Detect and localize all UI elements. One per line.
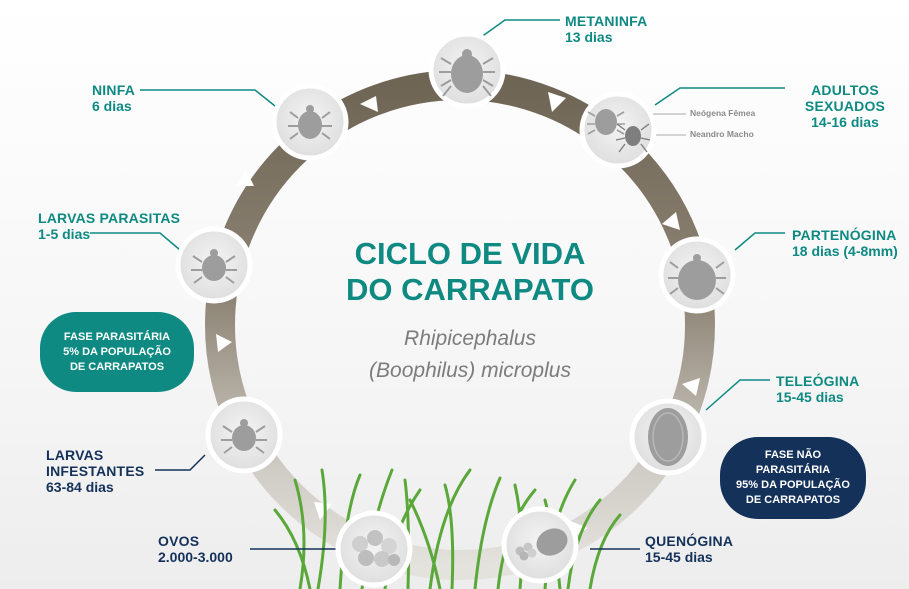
stage-node-ninfa xyxy=(271,83,349,161)
stage-name: NINFA xyxy=(92,82,135,98)
label-partenogina: PARTENÓGINA 18 dias (4-8mm) xyxy=(792,227,898,259)
label-ovos: OVOS 2.000-3.000 xyxy=(158,533,233,565)
tick-icon xyxy=(439,49,495,97)
stage-node-teleogina xyxy=(629,398,707,476)
stage-name: ADULTOS SEXUADOS xyxy=(804,82,886,114)
label-metaninfa: METANINFA 13 dias xyxy=(565,13,647,45)
label-teleogina: TELEÓGINA 15-45 dias xyxy=(776,373,859,405)
stage-days: 15-45 dias xyxy=(645,549,713,565)
oval-tick-icon xyxy=(648,408,688,466)
male-female-ticks-icon xyxy=(587,109,651,153)
eggs-icon xyxy=(352,530,400,567)
leader-larvas-infestantes xyxy=(155,454,206,471)
stage-days: 15-45 dias xyxy=(776,389,844,405)
stage-name: TELEÓGINA xyxy=(776,373,860,389)
leader-partenogina xyxy=(734,232,785,251)
stage-name: METANINFA xyxy=(565,13,648,29)
stage-node-quenogina xyxy=(501,506,579,584)
stage-name: OVOS xyxy=(158,533,200,549)
stage-days: 1-5 dias xyxy=(38,226,91,242)
nymph-icon xyxy=(288,105,332,140)
stage-name: QUENÓGINA xyxy=(645,533,734,549)
cycle-arrow-head xyxy=(360,96,378,112)
cycle-arrow-head xyxy=(548,92,566,112)
stage-days: 2.000-3.000 xyxy=(158,549,233,565)
engorged-tick-icon xyxy=(668,254,726,300)
stage-node-metaninfa xyxy=(428,31,506,109)
stage-name: PARTENÓGINA xyxy=(792,227,897,243)
stage-node-partenogina xyxy=(658,236,736,314)
stage-node-larvas-parasitas xyxy=(175,226,253,304)
stage-days: 18 dias (4-8mm) xyxy=(792,243,898,259)
stage-days: 6 dias xyxy=(92,98,132,114)
stage-days: 13 dias xyxy=(565,29,613,45)
stage-node-larvas-infestantes xyxy=(205,396,283,474)
stage-name: LARVAS PARASITAS xyxy=(38,210,181,226)
cycle-arrow-head xyxy=(682,378,700,396)
leader-adultos xyxy=(654,87,785,106)
cycle-arrow-head xyxy=(662,212,680,230)
leader-larvas-parasitas xyxy=(90,232,181,251)
species-name: Rhipicephalus (Boophilus) microplus xyxy=(369,327,571,382)
parasitic-phase-badge: FASE PARASITÁRIA 5% DA POPULAÇÃO DE CARR… xyxy=(40,312,194,392)
female-label: Neógena Fêmea xyxy=(690,108,756,118)
leader-teleogina xyxy=(705,379,770,411)
egg-laying-tick-icon xyxy=(515,528,568,561)
larva-icon xyxy=(221,419,267,454)
stage-node-adultos xyxy=(579,91,657,169)
label-adultos: ADULTOS SEXUADOS 14-16 dias xyxy=(790,82,900,130)
cycle-arrow-head xyxy=(314,502,332,520)
stage-days: 14-16 dias xyxy=(811,114,879,130)
cycle-arrow-head xyxy=(216,334,232,352)
label-ninfa: NINFA 6 dias xyxy=(92,82,135,114)
larva-icon xyxy=(191,249,237,284)
diagram-title: CICLO DE VIDA DO CARRAPATO xyxy=(346,236,594,307)
stage-name: LARVAS INFESTANTES xyxy=(46,447,145,479)
stage-days: 63-84 dias xyxy=(46,479,114,495)
cycle-arrow-head xyxy=(236,170,254,186)
non-parasitic-phase-badge: FASE NÃO PARASITÁRIA 95% DA POPULAÇÃO DE… xyxy=(720,437,866,519)
label-quenogina: QUENÓGINA 15-45 dias xyxy=(645,533,733,565)
male-label: Neandro Macho xyxy=(690,129,754,139)
label-larvas-parasitas: LARVAS PARASITAS 1-5 dias xyxy=(38,210,180,242)
leader-ninfa xyxy=(140,89,276,107)
label-larvas-infestantes: LARVAS INFESTANTES 63-84 dias xyxy=(46,447,144,495)
stage-node-ovos xyxy=(335,510,413,588)
